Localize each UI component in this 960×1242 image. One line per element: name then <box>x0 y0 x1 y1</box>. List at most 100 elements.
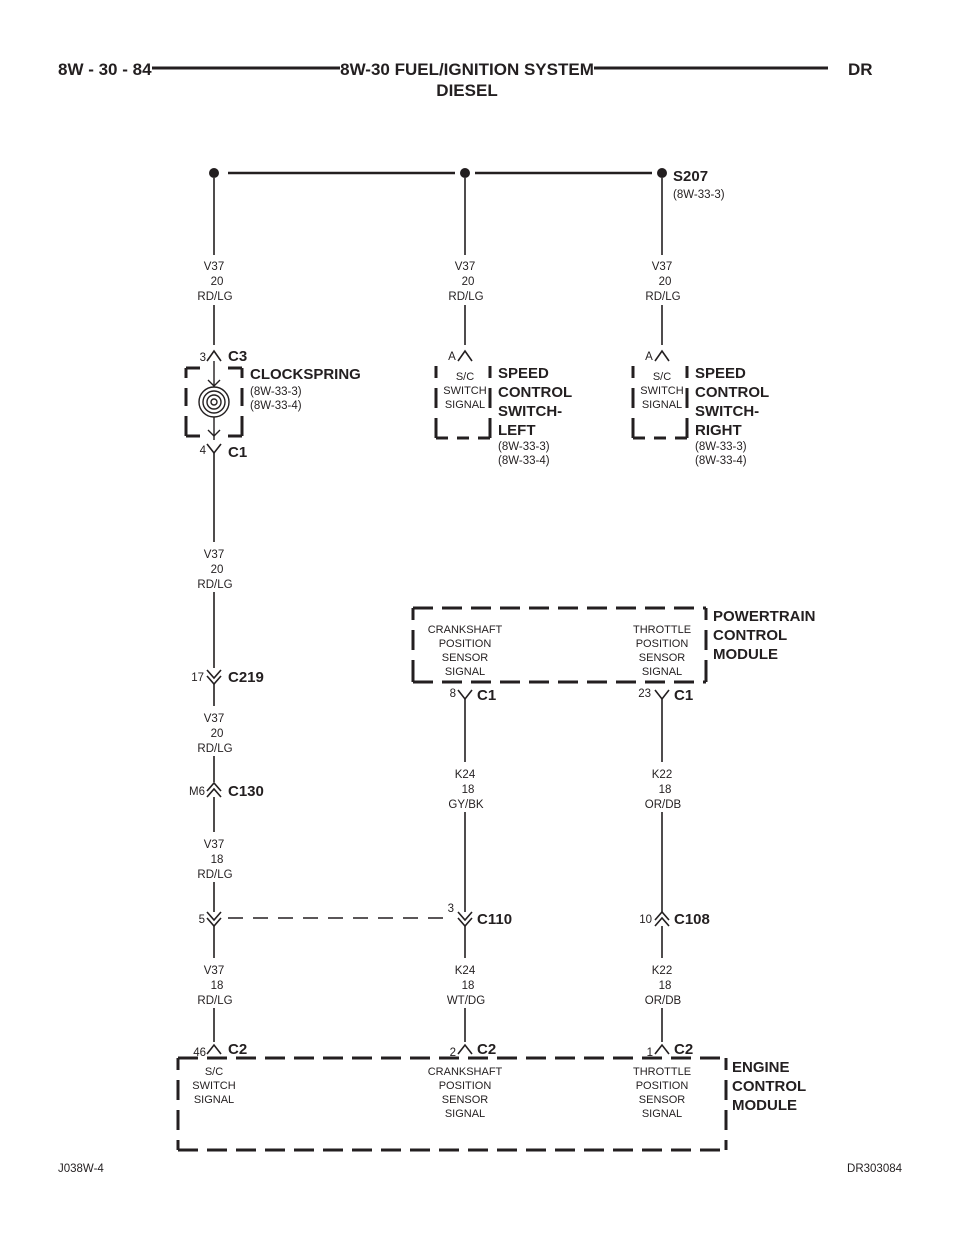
pcm-crank-signal: CRANKSHAFT <box>428 624 503 636</box>
pcm-box-sides <box>411 608 708 682</box>
pcm-throttle-pin: 23 <box>638 688 651 700</box>
wire-gauge-label: 18 <box>462 784 475 796</box>
ecm-box <box>178 1056 726 1152</box>
wire-code-label: V37 <box>204 965 224 977</box>
ecm-crank-signal: POSITION <box>439 1080 492 1092</box>
wire-gauge-label: 20 <box>211 728 224 740</box>
clockspring-top-pin: 3 <box>200 352 206 364</box>
wire-gauge-label: 20 <box>659 276 672 288</box>
wire-gauge-label: 18 <box>659 980 672 992</box>
speed-right-signal: SIGNAL <box>642 399 682 411</box>
clockspring-top-connector: C3 <box>228 348 247 365</box>
speed-right-box <box>631 366 689 440</box>
ecm-crank-connector: C2 <box>477 1041 496 1058</box>
pcm-crank-signal: SENSOR <box>442 652 489 664</box>
clockspring-ref: (8W-33-4) <box>250 400 302 412</box>
wire-gauge-label: 18 <box>659 784 672 796</box>
c108-label: C108 <box>674 911 710 928</box>
speed-left-pin: A <box>448 351 456 363</box>
c130-label: C130 <box>228 783 264 800</box>
speed-right-signal: SWITCH <box>640 385 683 397</box>
ecm-crank-signal: SENSOR <box>442 1094 489 1106</box>
ecm-throttle-signal: THROTTLE <box>633 1066 691 1078</box>
wire-code-label: V37 <box>652 261 672 273</box>
speed-left-signal: S/C <box>456 371 474 383</box>
speed-left-ref: (8W-33-3) <box>498 441 550 453</box>
splice-ref: (8W-33-3) <box>673 189 725 201</box>
ecm-crank-c2-connector-symbol <box>457 1043 473 1055</box>
speed-left-ref: (8W-33-4) <box>498 455 550 467</box>
ecm-sc-c2-connector-symbol <box>206 1043 222 1055</box>
ecm-sc-pin: 46 <box>193 1047 206 1059</box>
wire-code-label: V37 <box>204 549 224 561</box>
wire-code-label: K24 <box>455 769 476 781</box>
wire-color-label: OR/DB <box>645 995 682 1007</box>
clockspring-title: CLOCKSPRING <box>250 366 361 383</box>
c110-center-connector-symbol <box>457 911 473 928</box>
c110-label: C110 <box>477 911 512 928</box>
clockspring-bottom-pin: 4 <box>200 445 207 457</box>
speed-left-title: CONTROL <box>498 384 572 401</box>
speed-left-connector-symbol <box>457 349 473 362</box>
c110-left-connector-symbol <box>206 911 222 928</box>
pcm-throttle-signal: THROTTLE <box>633 624 691 636</box>
model-code: DR <box>848 60 873 79</box>
clockspring-c1-connector-symbol <box>206 443 222 455</box>
c219-pin: 17 <box>191 672 204 684</box>
wire-code-label: K22 <box>652 965 672 977</box>
c108-pin: 10 <box>639 914 652 926</box>
speed-right-ref: (8W-33-4) <box>695 455 747 467</box>
wire-code-label: V37 <box>455 261 475 273</box>
wire-color-label: OR/DB <box>645 799 682 811</box>
c219-connector-symbol <box>206 669 222 686</box>
ecm-sc-signal: S/C <box>205 1066 223 1078</box>
speed-right-title: SWITCH- <box>695 403 759 420</box>
ecm-sc-connector: C2 <box>228 1041 247 1058</box>
pcm-title: MODULE <box>713 646 778 663</box>
wire-gauge-label: 20 <box>462 276 475 288</box>
ecm-box-sides <box>176 1058 728 1150</box>
pcm-crank-pin: 8 <box>450 688 456 700</box>
ecm-crank-pin: 2 <box>450 1047 456 1059</box>
wire-gauge-label: 18 <box>211 854 224 866</box>
pcm-title: POWERTRAIN <box>713 608 816 625</box>
wire-code-label: K22 <box>652 769 672 781</box>
wire-color-label: RD/LG <box>197 291 232 303</box>
ecm-title: ENGINE <box>732 1059 790 1076</box>
speed-left-title: LEFT <box>498 422 536 439</box>
speed-right-title: CONTROL <box>695 384 769 401</box>
speed-left-signal: SIGNAL <box>445 399 485 411</box>
ecm-sc-signal: SWITCH <box>192 1080 235 1092</box>
ecm-throttle-signal: SENSOR <box>639 1094 686 1106</box>
wire-color-label: RD/LG <box>197 869 232 881</box>
ecm-crank-signal: CRANKSHAFT <box>428 1066 503 1078</box>
wire-color-label: RD/LG <box>197 743 232 755</box>
speed-right-connector-symbol <box>654 349 670 362</box>
pcm-throttle-c1-connector-symbol <box>654 689 670 701</box>
ecm-title: MODULE <box>732 1097 797 1114</box>
ecm-sc-signal: SIGNAL <box>194 1094 234 1106</box>
wire-code-label: V37 <box>204 261 224 273</box>
speed-right-ref: (8W-33-3) <box>695 441 747 453</box>
speed-right-title: SPEED <box>695 365 746 382</box>
page-number: 8W - 30 - 84 <box>58 60 152 79</box>
pcm-crank-connector: C1 <box>477 687 496 704</box>
c110-pin: 3 <box>448 903 454 915</box>
c130-pin: M6 <box>189 786 205 798</box>
wire-color-label: GY/BK <box>448 799 483 811</box>
wire-color-label: RD/LG <box>197 995 232 1007</box>
speed-left-title: SPEED <box>498 365 549 382</box>
c3-connector-symbol <box>206 349 222 362</box>
wire-gauge-label: 18 <box>211 980 224 992</box>
ecm-throttle-signal: SIGNAL <box>642 1108 682 1120</box>
c108-connector-symbol <box>654 910 670 927</box>
pcm-crank-signal: SIGNAL <box>445 666 485 678</box>
splice-dot-right <box>657 168 667 178</box>
page-title: 8W-30 FUEL/IGNITION SYSTEM <box>340 60 594 79</box>
pcm-throttle-signal: SIGNAL <box>642 666 682 678</box>
wire-code-label: K24 <box>455 965 476 977</box>
wire-color-label: RD/LG <box>197 579 232 591</box>
speed-right-signal: S/C <box>653 371 671 383</box>
speed-right-title: RIGHT <box>695 422 742 439</box>
